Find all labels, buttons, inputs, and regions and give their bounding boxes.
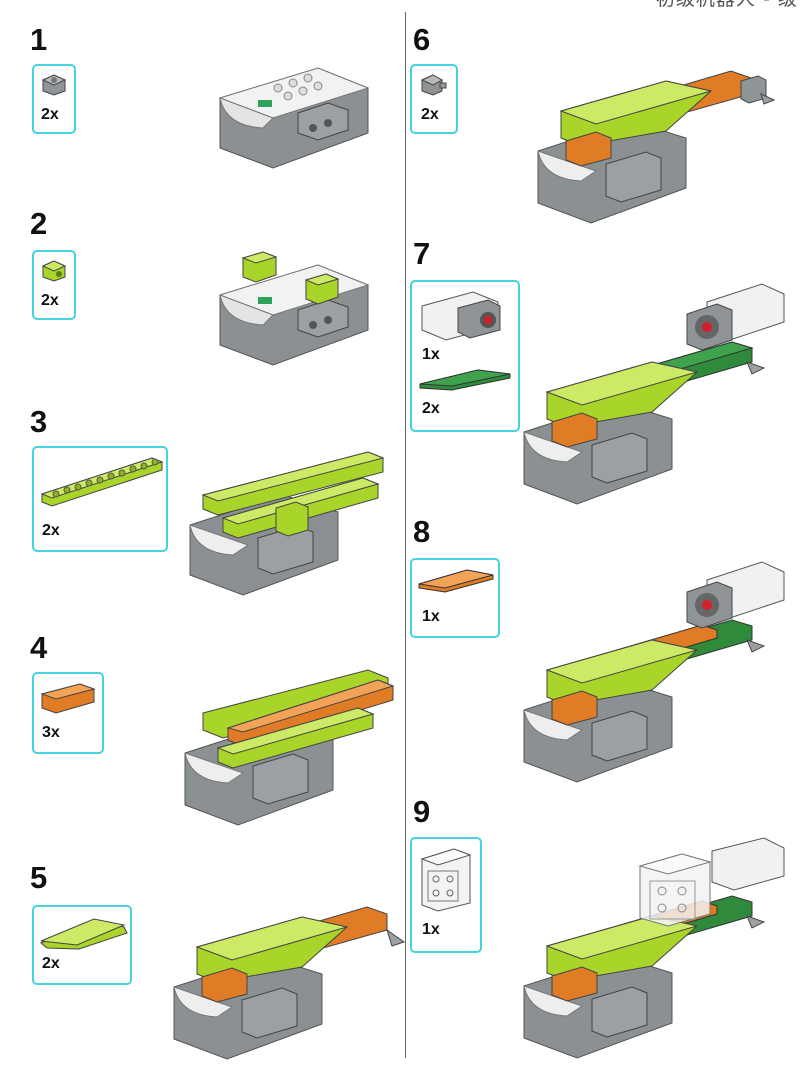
step-number: 9	[413, 794, 431, 829]
medium-motor-icon	[418, 288, 508, 344]
parts-callout: 2x	[32, 446, 168, 552]
part-quantity: 2x	[42, 522, 60, 539]
gray-peg-brick-icon	[420, 72, 448, 96]
parts-callout: 1x 2x	[410, 280, 520, 432]
model-step-6	[536, 66, 776, 226]
model-step-2	[218, 250, 370, 370]
part-quantity: 1x	[422, 346, 440, 363]
transparent-frame-brick-icon	[418, 847, 474, 913]
model-step-5	[172, 902, 407, 1062]
parts-callout: 3x	[32, 672, 104, 754]
dark-green-plate-icon	[418, 368, 514, 392]
parts-callout: 2x	[32, 64, 76, 134]
step-number: 2	[30, 206, 48, 241]
parts-callout: 2x	[410, 64, 458, 134]
column-divider	[405, 12, 406, 1058]
step-number: 6	[413, 22, 431, 57]
model-step-3	[188, 450, 388, 600]
part-quantity: 2x	[41, 292, 59, 309]
step-number: 5	[30, 860, 48, 895]
step-number: 8	[413, 514, 431, 549]
part-quantity: 2x	[421, 106, 439, 123]
model-step-4	[183, 668, 398, 828]
gray-peg-brick-icon	[41, 72, 67, 96]
model-step-1	[218, 58, 370, 173]
part-quantity: 1x	[422, 608, 440, 625]
parts-callout: 1x	[410, 558, 500, 638]
model-step-9	[522, 836, 792, 1061]
model-step-8	[522, 560, 792, 785]
parts-callout: 2x	[32, 250, 76, 320]
part-quantity: 3x	[42, 724, 60, 741]
step-number: 4	[30, 630, 48, 665]
page-header: 初级机器人 - 级 5	[656, 0, 800, 11]
lime-technic-beam-icon	[40, 456, 164, 507]
step-number: 3	[30, 404, 48, 439]
orange-plate-icon	[417, 566, 497, 596]
part-quantity: 1x	[422, 921, 440, 938]
step-number: 1	[30, 22, 48, 57]
part-quantity: 2x	[41, 106, 59, 123]
model-step-7	[522, 282, 792, 507]
part-quantity: 2x	[422, 400, 440, 417]
parts-callout: 2x	[32, 905, 132, 985]
lime-wedge-plate-icon	[39, 915, 129, 951]
part-quantity: 2x	[42, 955, 60, 972]
orange-brick-icon	[40, 682, 96, 716]
lime-brick-icon	[41, 258, 67, 282]
step-number: 7	[413, 236, 431, 271]
parts-callout: 1x	[410, 837, 482, 953]
